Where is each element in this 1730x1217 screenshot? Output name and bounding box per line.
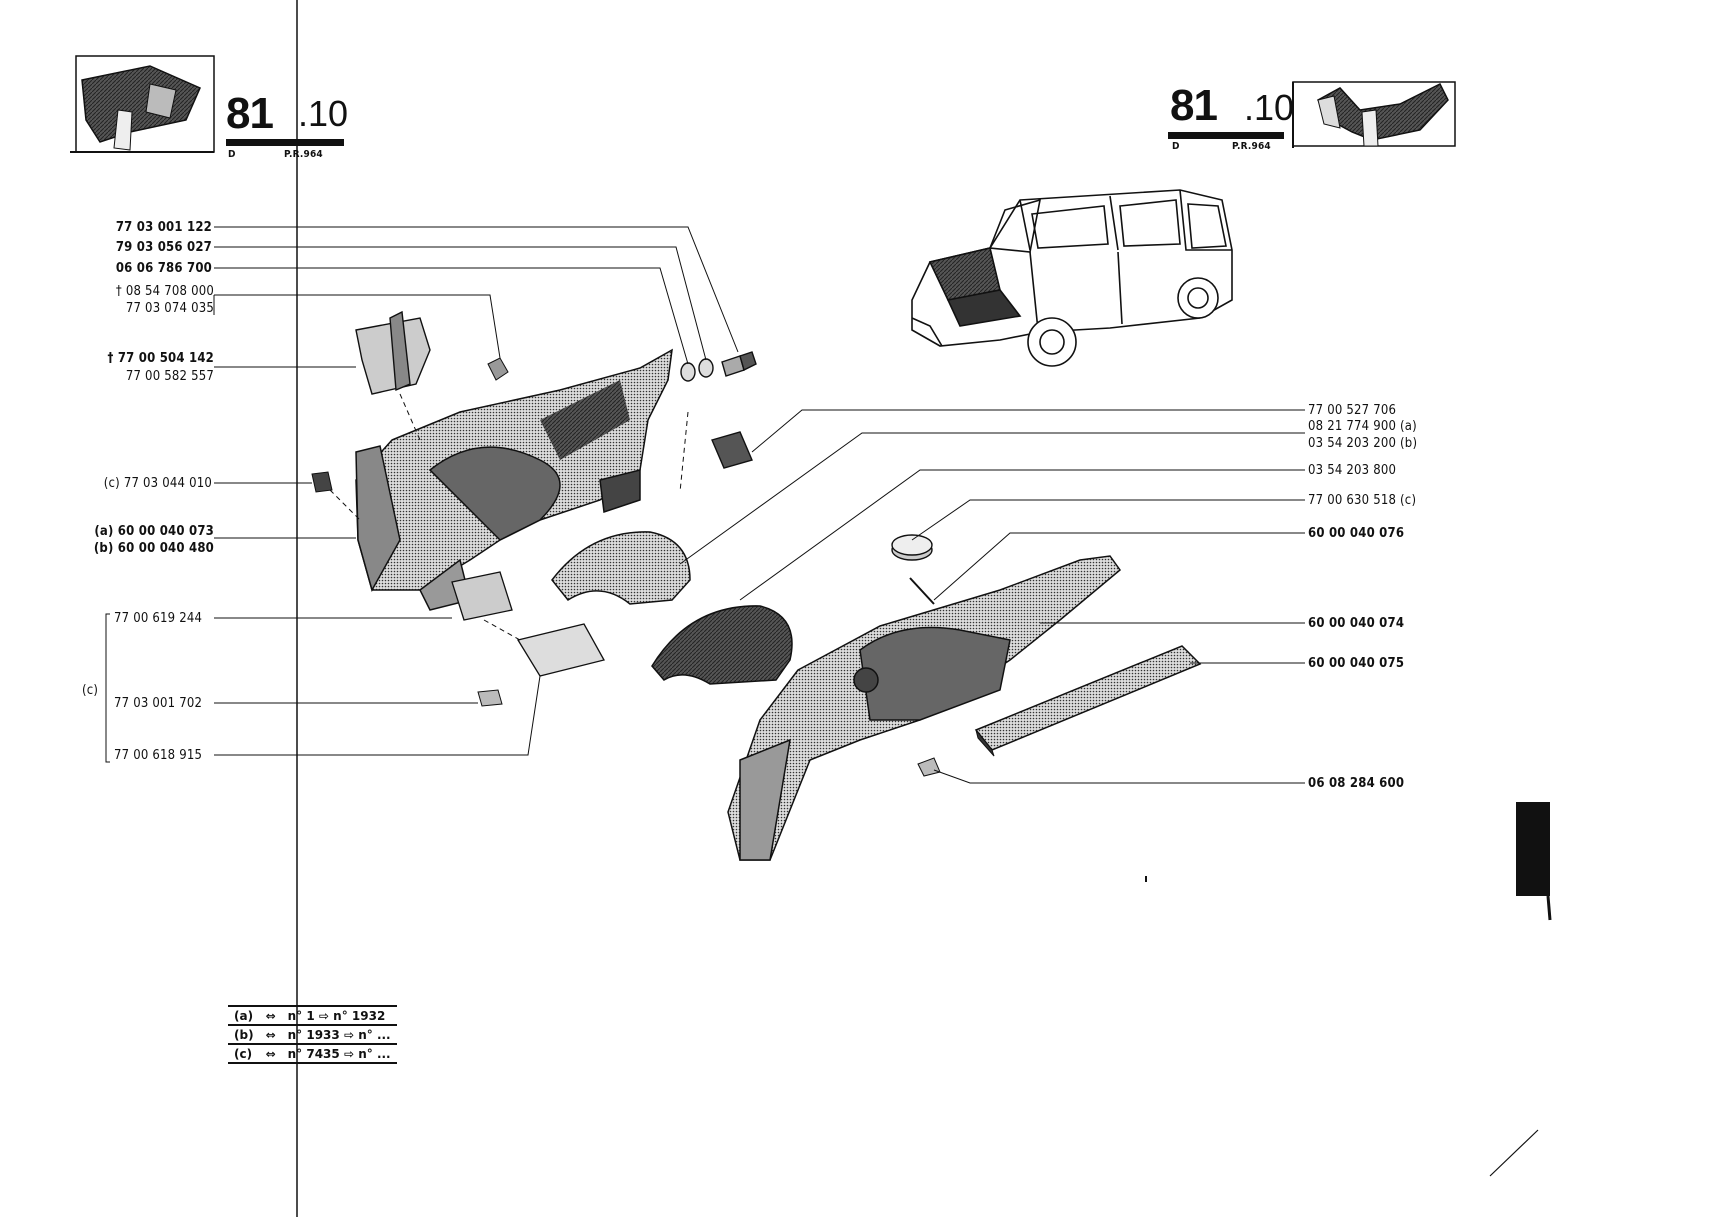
legend-tag: (a) xyxy=(228,1006,260,1026)
ref-left-7b: (b) 60 00 040 480 xyxy=(93,541,214,556)
ref-right-3: 03 54 203 800 xyxy=(1308,463,1397,478)
vehicle-axle-icon: ⇔ xyxy=(259,1006,282,1026)
vehicle-illustration xyxy=(911,189,1233,367)
ref-left-6: (c) 77 03 044 010 xyxy=(103,476,212,491)
ref-left-10: 77 00 618 915 xyxy=(114,748,203,763)
ref-left-5b: 77 00 582 557 xyxy=(125,369,214,384)
thumb-tab xyxy=(1516,802,1550,896)
thumbnail-left xyxy=(70,55,215,153)
legend-row: (b) ⇔ n° 1933 ⇨ n° ... xyxy=(228,1025,397,1045)
bolt-stack xyxy=(680,351,757,382)
legend-from: n° 1933 ⇨ n° ... xyxy=(281,1025,397,1045)
ref-left-3: 06 06 786 700 xyxy=(115,261,212,276)
ref-right-7: 60 00 040 075 xyxy=(1308,656,1405,671)
group-code-left: D xyxy=(228,149,236,160)
plate-upper xyxy=(451,571,513,621)
arrow-right-icon: ⇨ xyxy=(318,1009,329,1023)
ref-left-1: 77 03 001 122 xyxy=(115,220,212,235)
pin-part xyxy=(909,577,935,605)
pr-code-right: P.R.964 xyxy=(1232,141,1271,152)
vehicle-axle-icon: ⇔ xyxy=(259,1044,282,1064)
legend-row: (a) ⇔ n° 1 ⇨ n° 1932 xyxy=(228,1006,397,1026)
ref-right-6: 60 00 040 074 xyxy=(1308,616,1405,631)
ref-left-7a: (a) 60 00 040 073 xyxy=(94,524,214,539)
section-number-right: 81 xyxy=(1170,81,1218,130)
arrow-right-icon: ⇨ xyxy=(343,1028,355,1042)
group-code-right: D xyxy=(1172,141,1180,152)
leader-lines xyxy=(105,226,1305,784)
legend-from: n° 1 ⇨ n° 1932 xyxy=(281,1006,397,1026)
ref-left-9: 77 03 001 702 xyxy=(114,696,203,711)
legend-tag: (c) xyxy=(228,1044,260,1064)
inner-wing-assembly xyxy=(355,348,673,611)
bolt-lower xyxy=(477,689,503,707)
pr-code-left: P.R.964 xyxy=(284,149,323,160)
ref-right-2b: 03 54 203 200 (b) xyxy=(1308,436,1418,451)
ref-left-5a: † 77 00 504 142 xyxy=(107,351,214,366)
push-clip xyxy=(487,357,509,381)
subsection-number-left: .10 xyxy=(298,93,349,134)
arch-liner-lower xyxy=(651,605,793,685)
legend-row: (c) ⇔ n° 7435 ⇨ n° ... xyxy=(228,1044,397,1064)
thumbnail-right xyxy=(1292,81,1456,148)
ref-right-2a: 08 21 774 900 (a) xyxy=(1308,419,1417,434)
ref-left-group-c: (c) xyxy=(82,683,99,698)
ref-left-8: 77 00 619 244 xyxy=(114,611,203,626)
grommet xyxy=(891,534,933,561)
clip-part xyxy=(311,471,333,493)
vehicle-axle-icon: ⇔ xyxy=(259,1025,282,1045)
header-right-bar xyxy=(1168,132,1284,139)
ref-right-8: 06 08 284 600 xyxy=(1308,776,1405,791)
ref-right-4: 77 00 630 518 (c) xyxy=(1308,493,1417,508)
clip-bottom xyxy=(917,757,941,777)
ref-left-4a: † 08 54 708 000 xyxy=(115,284,214,299)
ref-left-4b: 77 03 074 035 xyxy=(125,301,214,316)
arch-liner-upper xyxy=(551,531,691,605)
ref-right-5: 60 00 040 076 xyxy=(1308,526,1405,541)
sill-panel xyxy=(974,645,1202,751)
header-left-bar xyxy=(226,139,344,146)
arrow-right-icon: ⇨ xyxy=(343,1047,355,1061)
legend-from: n° 7435 ⇨ n° ... xyxy=(281,1044,397,1064)
section-number-left: 81 xyxy=(226,89,274,138)
subsection-number-right: .10 xyxy=(1244,87,1295,128)
plate-lower xyxy=(516,623,605,677)
ref-left-2: 79 03 056 027 xyxy=(115,240,212,255)
bracket-top xyxy=(355,310,431,395)
ref-right-1: 77 00 527 706 xyxy=(1308,403,1397,418)
legend-tag: (b) xyxy=(228,1025,260,1045)
side-panel-assembly xyxy=(727,555,1122,861)
bracket-mid xyxy=(711,431,753,469)
serial-range-legend: (a) ⇔ n° 1 ⇨ n° 1932 (b) ⇔ n° 1933 ⇨ n° … xyxy=(228,1005,397,1064)
